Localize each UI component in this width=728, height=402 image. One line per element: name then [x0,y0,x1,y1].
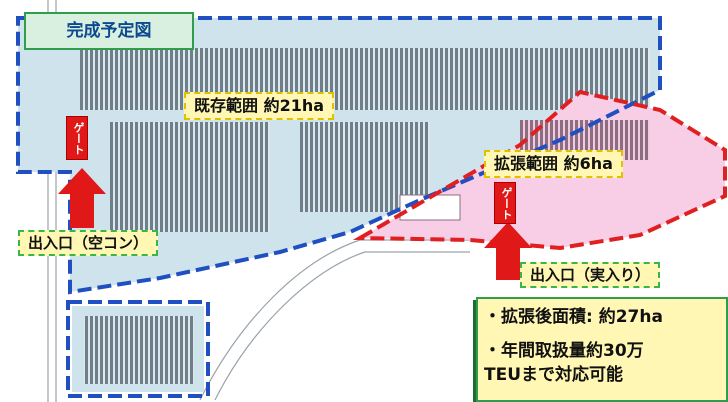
existing-area-label: 既存範囲 約21ha [184,92,335,120]
entry-loaded-label: 出入口（実入り） [520,262,661,288]
existing-area-boundary [16,16,662,295]
gate-right-label: ゲート [494,182,516,224]
southwest-area-boundary [66,300,210,398]
info-callout: ・拡張後面積: 約27ha ・年間取扱量約30万 TEUまで対応可能 [476,297,728,402]
plan-title: 完成予定図 [24,12,194,50]
entry-empty-label: 出入口（空コン） [18,230,159,256]
container-yard-north [80,48,650,110]
expansion-area-label: 拡張範囲 約6ha [484,150,623,178]
arrow-entry-left [58,168,106,228]
info-throughput-line: ・年間取扱量約30万 [484,341,644,361]
container-yard-west [110,122,270,232]
info-area-line: ・拡張後面積: 約27ha [484,307,663,327]
gate-left-label: ゲート [66,116,88,160]
info-capacity-line: TEUまで対応可能 [484,365,624,385]
